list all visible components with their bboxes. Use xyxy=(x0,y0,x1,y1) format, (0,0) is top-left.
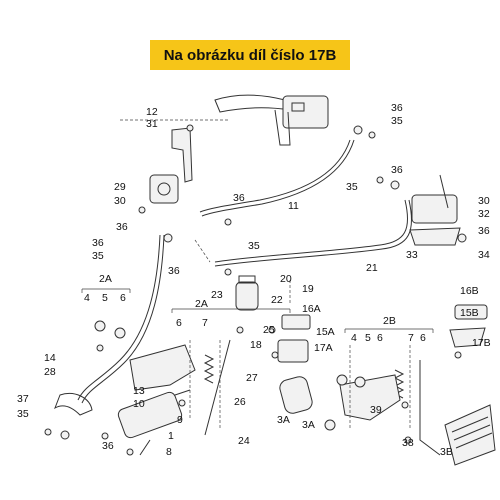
callout-7: 7 xyxy=(202,317,208,329)
brake-hose-28 xyxy=(77,234,161,401)
pedal-pad-16A xyxy=(277,314,311,363)
callout-1: 1 xyxy=(168,430,174,442)
bracket-2A-mid xyxy=(171,308,291,313)
callout-23: 23 xyxy=(211,289,223,301)
callout-25: 25 xyxy=(263,324,275,336)
master-cylinder-1 xyxy=(117,389,191,456)
callout-2B: 2B xyxy=(383,315,396,327)
callout-36: 36 xyxy=(92,237,104,249)
part-title-banner: Na obrázku díl číslo 17B xyxy=(150,40,350,70)
callout-28: 28 xyxy=(44,366,56,378)
callout-36: 36 xyxy=(391,102,403,114)
callout-10: 10 xyxy=(133,398,145,410)
handlebar-lever xyxy=(214,94,329,146)
callout-19: 19 xyxy=(302,283,314,295)
callout-24: 24 xyxy=(238,435,250,447)
callout-8: 8 xyxy=(166,446,172,458)
callout-36: 36 xyxy=(478,225,490,237)
left-lever-assembly xyxy=(129,344,196,391)
callout-15B: 15B xyxy=(460,307,479,319)
callout-6: 6 xyxy=(377,332,383,344)
callout-22: 22 xyxy=(271,294,283,306)
callout-30: 30 xyxy=(478,195,490,207)
callout-33: 33 xyxy=(406,249,418,261)
callout-3A: 3A xyxy=(277,414,290,426)
bracket-12 xyxy=(171,127,193,183)
callout-7: 7 xyxy=(408,332,414,344)
callout-18: 18 xyxy=(250,339,262,351)
callout-27: 27 xyxy=(246,372,258,384)
bracket-2A-left xyxy=(81,288,131,293)
callout-11: 11 xyxy=(288,200,299,212)
callout-6: 6 xyxy=(420,332,426,344)
callout-35: 35 xyxy=(346,181,358,193)
callout-34: 34 xyxy=(478,249,490,261)
callout-14: 14 xyxy=(44,352,56,364)
spring-27 xyxy=(203,354,215,384)
caliper-32 xyxy=(409,174,461,246)
callout-31: 31 xyxy=(146,118,158,130)
callout-6: 6 xyxy=(120,292,126,304)
brake-hose-21 xyxy=(214,199,409,263)
callout-36: 36 xyxy=(233,192,245,204)
callout-35: 35 xyxy=(17,408,29,420)
callout-29: 29 xyxy=(114,181,126,193)
callout-21: 21 xyxy=(366,262,378,274)
callout-4: 4 xyxy=(351,332,357,344)
callout-32: 32 xyxy=(478,208,490,220)
callout-38: 38 xyxy=(402,437,414,449)
callout-2A: 2A xyxy=(195,298,208,310)
callout-35: 35 xyxy=(391,115,403,127)
callout-5: 5 xyxy=(102,292,108,304)
callout-9: 9 xyxy=(177,414,183,426)
callout-35: 35 xyxy=(248,240,260,252)
callout-3A: 3A xyxy=(302,419,315,431)
callout-36: 36 xyxy=(168,265,180,277)
callout-17A: 17A xyxy=(314,342,333,354)
callout-16A: 16A xyxy=(302,303,321,315)
callout-37: 37 xyxy=(17,393,29,405)
grip-3A xyxy=(279,376,313,414)
banner-text: Na obrázku díl číslo 17B xyxy=(163,46,337,64)
callout-15A: 15A xyxy=(316,326,335,338)
callout-39: 39 xyxy=(370,404,382,416)
callout-13: 13 xyxy=(133,385,145,397)
callout-36: 36 xyxy=(102,440,114,452)
brake-hose-11 xyxy=(199,139,351,213)
callout-26: 26 xyxy=(234,396,246,408)
callout-4: 4 xyxy=(84,292,90,304)
right-lever-assembly xyxy=(339,374,401,421)
callout-35: 35 xyxy=(92,250,104,262)
rod-24 xyxy=(204,339,231,436)
reservoir-20 xyxy=(235,275,259,311)
callout-30: 30 xyxy=(114,195,126,207)
callout-17B: 17B xyxy=(472,337,491,349)
junction-29 xyxy=(149,174,179,204)
bracket-2B xyxy=(344,328,434,333)
callout-12: 12 xyxy=(146,106,158,118)
pedal-pad-3B xyxy=(444,404,496,466)
callout-16B: 16B xyxy=(460,285,479,297)
callout-6: 6 xyxy=(176,317,182,329)
callout-36: 36 xyxy=(391,164,403,176)
callout-36: 36 xyxy=(116,221,128,233)
callout-2A: 2A xyxy=(99,273,112,285)
callout-5: 5 xyxy=(365,332,371,344)
callout-20: 20 xyxy=(280,273,292,285)
pedal-16B xyxy=(454,304,488,320)
callout-3B: 3B xyxy=(440,446,453,458)
